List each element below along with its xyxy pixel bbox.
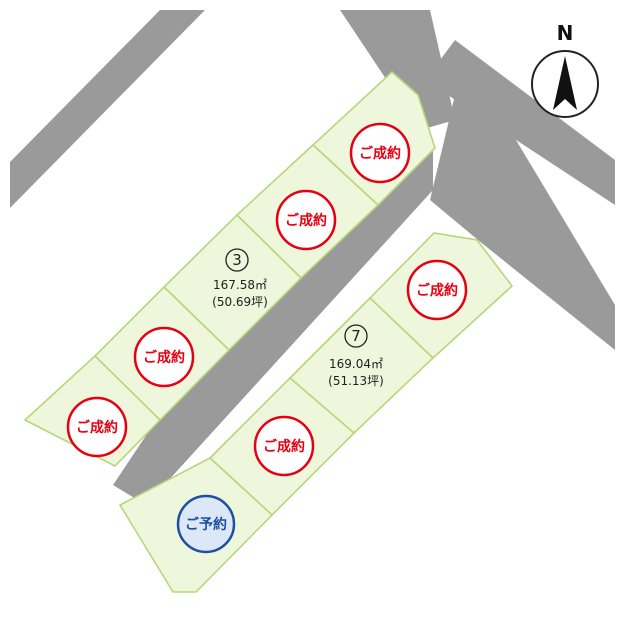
lot-6-badge: ご成約 — [406, 259, 468, 321]
sold-badge-circle — [349, 122, 411, 184]
north-arrow-icon — [553, 56, 577, 110]
lot-number-circle — [225, 248, 249, 272]
lot-7-info: 7 169.04㎡ (51.13坪) — [328, 324, 384, 388]
lot-7-area-tsubo: (51.13坪) — [328, 374, 384, 388]
lot-1-badge: ご成約 — [349, 122, 411, 184]
lot-5-badge: ご成約 — [66, 396, 128, 458]
lot-3-area-tsubo: (50.69坪) — [212, 295, 268, 309]
lot-number-circle — [344, 324, 368, 348]
north-label: N — [557, 21, 574, 45]
sold-label: ご成約 — [359, 145, 401, 162]
lot-8-badge: ご成約 — [253, 415, 315, 477]
sold-badge-circle — [133, 326, 195, 388]
sold-label: ご成約 — [76, 419, 118, 436]
reserved-badge-circle — [176, 494, 236, 554]
lot-3-info: 3 167.58㎡ (50.69坪) — [212, 248, 268, 309]
lot-7-area: 169.04㎡ — [329, 357, 383, 371]
lot-4-badge: ご成約 — [133, 326, 195, 388]
sold-badge-circle — [406, 259, 468, 321]
sold-label: ご成約 — [416, 282, 458, 299]
lot-9-badge: ご予約 — [176, 494, 236, 554]
sold-label: ご成約 — [285, 212, 327, 229]
reserved-label: ご予約 — [185, 516, 227, 533]
road-right-branch — [430, 95, 615, 350]
lot-3-area: 167.58㎡ — [213, 278, 267, 292]
north-indicator: N — [531, 21, 599, 118]
lot-3-number: 3 — [232, 251, 242, 269]
sold-badge-circle — [66, 396, 128, 458]
road-northwest — [10, 10, 205, 208]
sold-label: ご成約 — [263, 438, 305, 455]
road-east-diagonal — [425, 40, 615, 205]
lot-2-badge: ご成約 — [275, 189, 337, 251]
lot-7-number: 7 — [351, 327, 361, 345]
road-north-vertical — [340, 10, 455, 130]
sold-badge-circle — [253, 415, 315, 477]
sold-badge-circle — [275, 189, 337, 251]
sold-label: ご成約 — [143, 349, 185, 366]
